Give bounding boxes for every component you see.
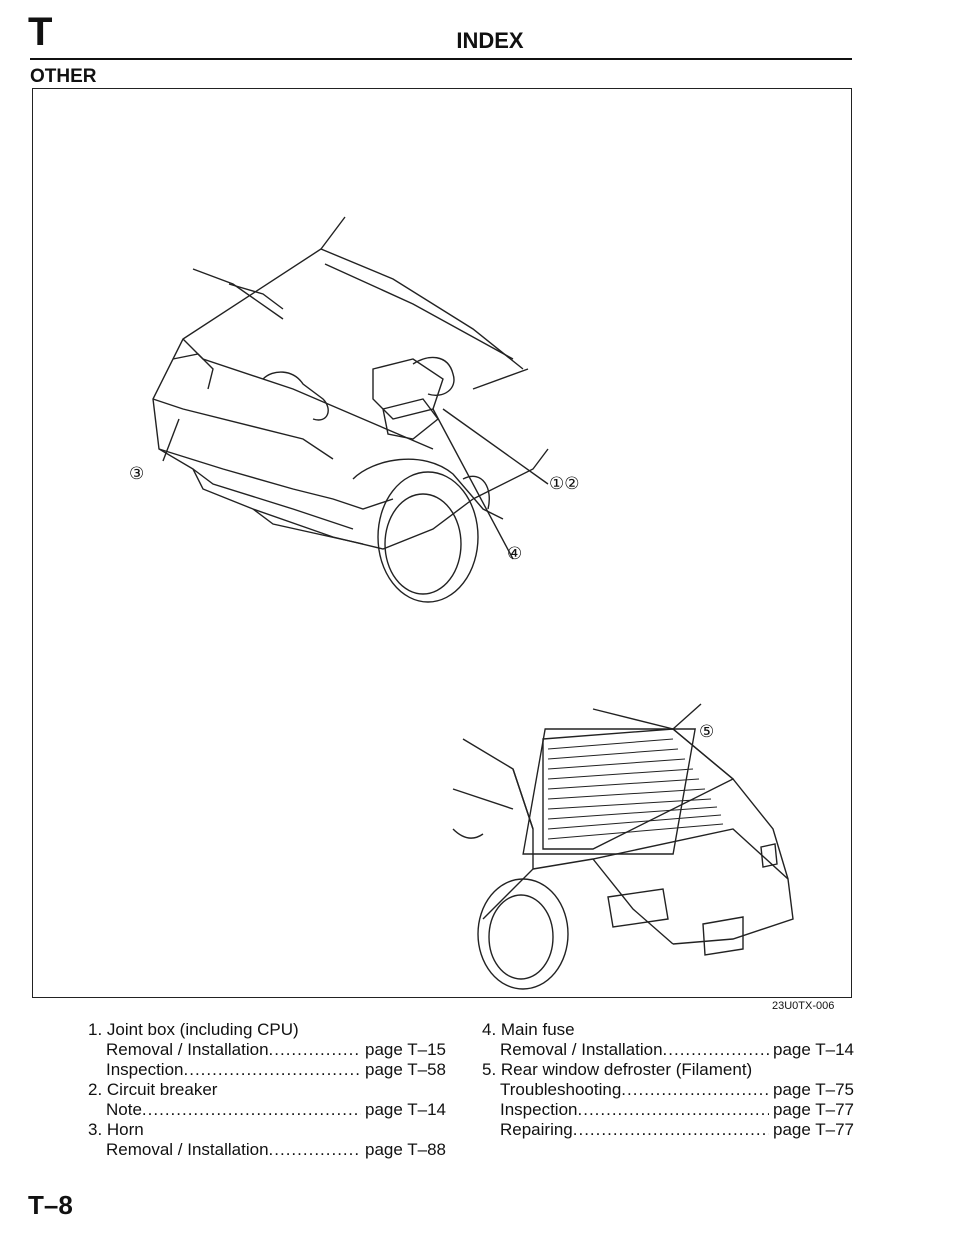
callout-5: ⑤ bbox=[699, 722, 714, 741]
row-label: Removal / Installation bbox=[500, 1040, 663, 1059]
section-title: OTHER bbox=[30, 66, 97, 87]
header-rule bbox=[30, 58, 852, 60]
page-ref: page T–15 bbox=[365, 1040, 446, 1059]
index-row: Inspection page T–77 bbox=[482, 1100, 854, 1120]
page-number: T–8 bbox=[28, 1190, 73, 1220]
leader-dots bbox=[621, 1080, 769, 1100]
leader-dots bbox=[663, 1040, 769, 1060]
item-title: 1. Joint box (including CPU) bbox=[88, 1020, 299, 1039]
index-list-right: 4. Main fuse Removal / Installation page … bbox=[482, 1020, 854, 1140]
leader-dots bbox=[573, 1120, 769, 1140]
rear-car-drawing bbox=[452, 703, 794, 990]
item-title: 4. Main fuse bbox=[482, 1020, 575, 1039]
item-title: 3. Horn bbox=[88, 1120, 144, 1139]
callout-4: ④ bbox=[507, 544, 522, 563]
header-letter: T bbox=[28, 10, 53, 54]
index-row: Troubleshooting page T–75 bbox=[482, 1080, 854, 1100]
leader-dots bbox=[578, 1100, 770, 1120]
page-title: INDEX bbox=[456, 28, 524, 53]
list-item: 5. Rear window defroster (Filament) Trou… bbox=[482, 1060, 854, 1140]
callout-1-2: ①② bbox=[549, 474, 579, 493]
list-item: 1. Joint box (including CPU) Removal / I… bbox=[88, 1020, 446, 1080]
index-row: Repairing page T–77 bbox=[482, 1120, 854, 1140]
item-title: 2. Circuit breaker bbox=[88, 1080, 218, 1099]
row-label: Inspection bbox=[500, 1100, 578, 1119]
list-item: 3. Horn Removal / Installation page T–88 bbox=[88, 1120, 446, 1160]
index-row: Inspection page T–58 bbox=[88, 1060, 446, 1080]
item-title: 5. Rear window defroster (Filament) bbox=[482, 1060, 753, 1079]
list-item: 4. Main fuse Removal / Installation page … bbox=[482, 1020, 854, 1060]
figure-code: 23U0TX-006 bbox=[772, 1000, 835, 1012]
page-ref: page T–14 bbox=[365, 1100, 446, 1119]
row-label: Removal / Installation bbox=[106, 1040, 269, 1059]
page-ref: page T–58 bbox=[365, 1060, 446, 1079]
row-label: Inspection bbox=[106, 1060, 184, 1079]
index-row: Removal / Installation page T–88 bbox=[88, 1140, 446, 1160]
leader-dots bbox=[269, 1140, 361, 1160]
figure-callouts: ①② ③ ④ ⑤ bbox=[129, 464, 714, 741]
vehicle-illustration bbox=[152, 216, 794, 990]
page-ref: page T–77 bbox=[773, 1100, 854, 1119]
list-item: 2. Circuit breaker Note page T–14 bbox=[88, 1080, 446, 1120]
leader-dots bbox=[269, 1040, 361, 1060]
callout-3: ③ bbox=[129, 464, 144, 483]
leader-dots bbox=[142, 1100, 361, 1120]
index-row: Removal / Installation page T–15 bbox=[88, 1040, 446, 1060]
index-row: Note page T–14 bbox=[88, 1100, 446, 1120]
page-ref: page T–14 bbox=[773, 1040, 854, 1059]
page-ref: page T–77 bbox=[773, 1120, 854, 1139]
leader-dots bbox=[184, 1060, 362, 1080]
front-car-drawing bbox=[152, 216, 549, 603]
row-label: Removal / Installation bbox=[106, 1140, 269, 1159]
figure-frame: ①② ③ ④ ⑤ bbox=[32, 88, 852, 998]
index-row: Removal / Installation page T–14 bbox=[482, 1040, 854, 1060]
row-label: Note bbox=[106, 1100, 142, 1119]
row-label: Repairing bbox=[500, 1120, 573, 1139]
page-ref: page T–88 bbox=[365, 1140, 446, 1159]
page-ref: page T–75 bbox=[773, 1080, 854, 1099]
index-list-left: 1. Joint box (including CPU) Removal / I… bbox=[88, 1020, 446, 1160]
row-label: Troubleshooting bbox=[500, 1080, 622, 1099]
